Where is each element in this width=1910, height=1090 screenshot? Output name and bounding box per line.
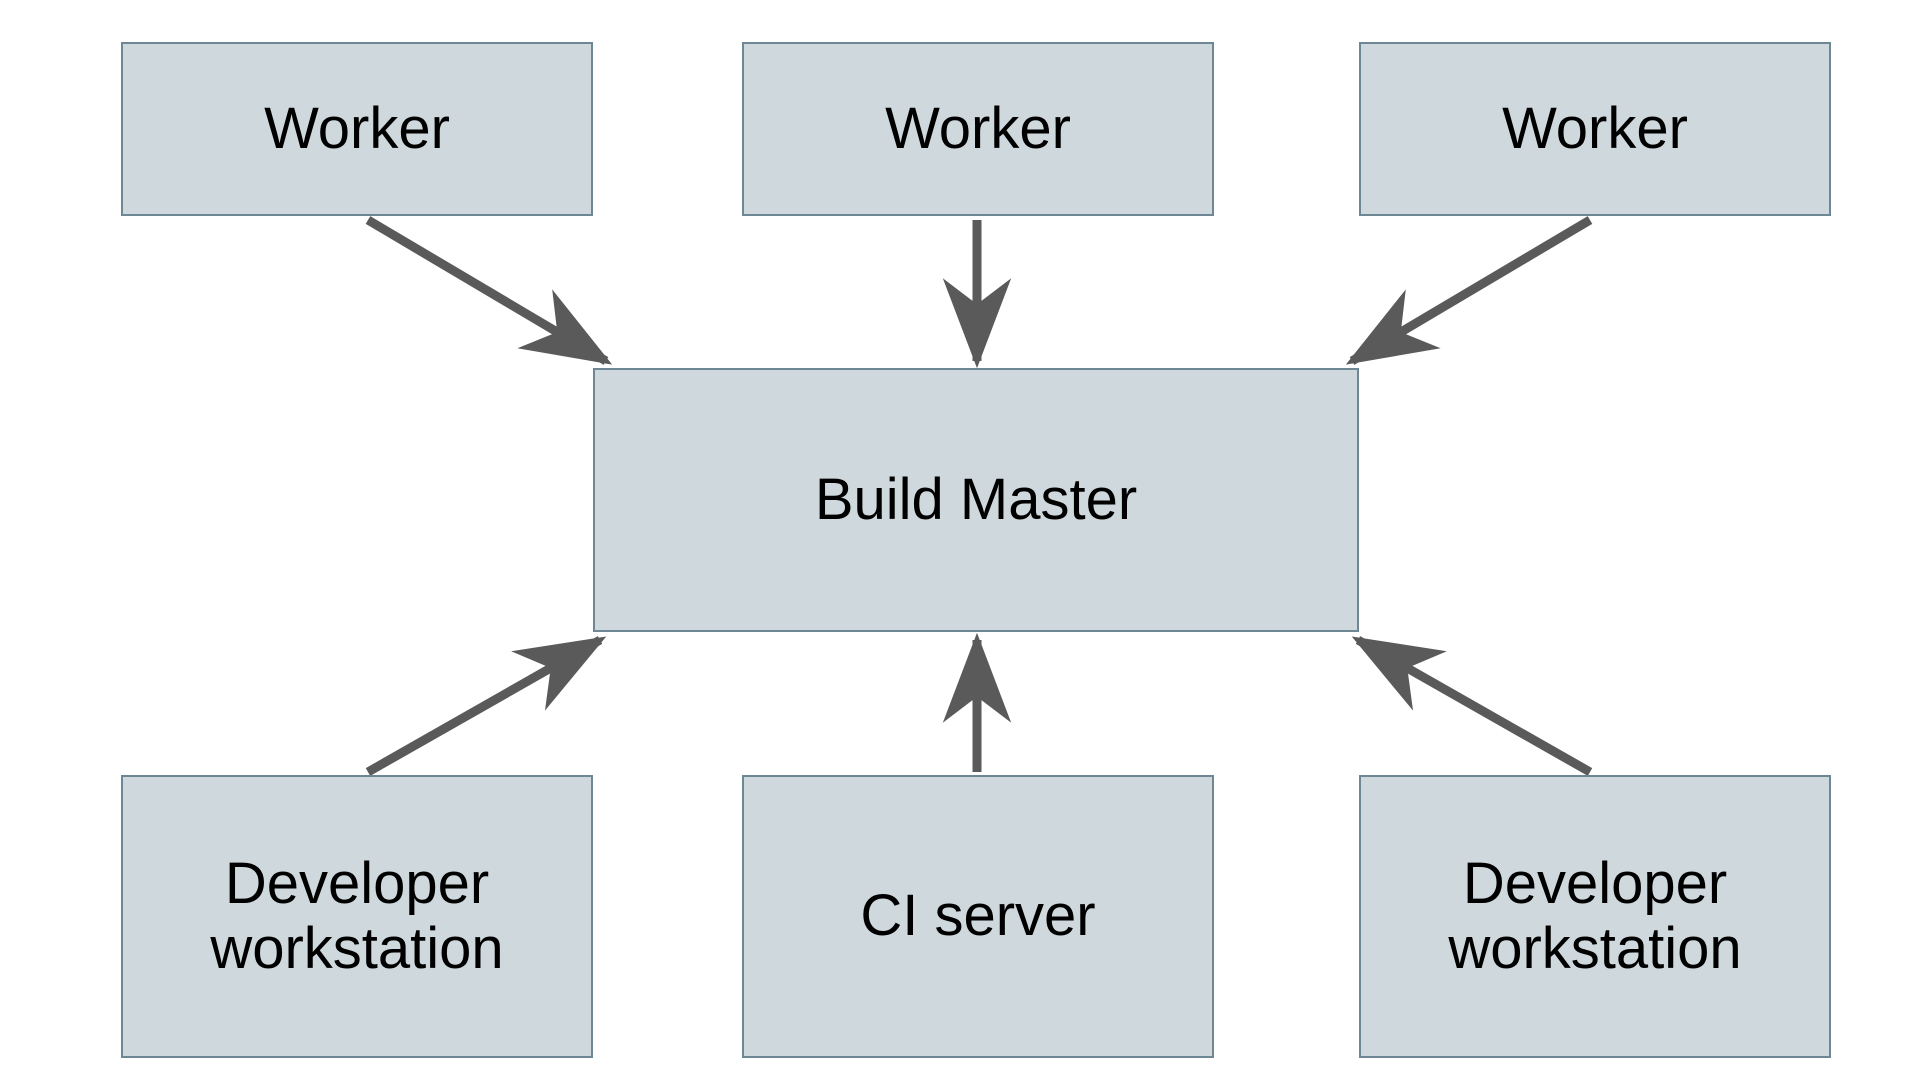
node-worker-3-label: Worker (1502, 95, 1688, 161)
node-build-master-label: Build Master (814, 466, 1138, 532)
node-ci-server[interactable]: CI server (742, 775, 1214, 1058)
node-developer-workstation-left[interactable]: Developer workstation (121, 775, 593, 1058)
edge-worker-3-to-build-master (1345, 216, 1593, 365)
edge-dev-ws-2-to-build-master (1351, 636, 1593, 776)
edge-dev-ws-1-to-build-master (365, 636, 607, 776)
node-worker-2-label: Worker (885, 95, 1071, 161)
node-developer-workstation-right[interactable]: Developer workstation (1359, 775, 1831, 1058)
node-worker-1[interactable]: Worker (121, 42, 593, 216)
node-build-master[interactable]: Build Master (593, 368, 1359, 632)
edge-worker-1-to-build-master (365, 216, 613, 365)
node-developer-workstation-left-label: Developer workstation (210, 850, 504, 981)
node-worker-2[interactable]: Worker (742, 42, 1214, 216)
node-ci-server-label: CI server (860, 883, 1096, 949)
node-worker-1-label: Worker (264, 95, 450, 161)
node-developer-workstation-right-label: Developer workstation (1448, 850, 1742, 981)
node-worker-3[interactable]: Worker (1359, 42, 1831, 216)
